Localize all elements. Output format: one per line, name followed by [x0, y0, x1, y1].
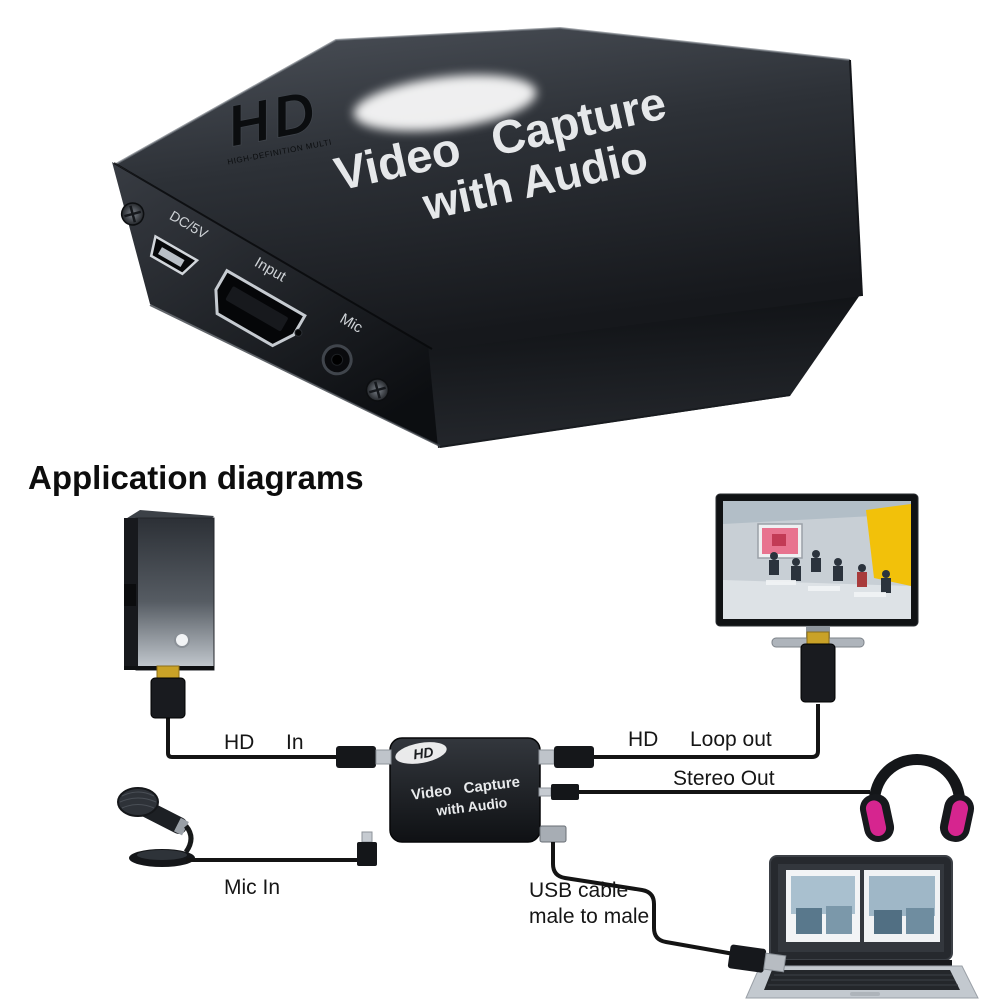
- tv-screen-scene: [723, 501, 911, 619]
- product-photo: HD HIGH-DEFINITION MULTI Video Capture w…: [112, 26, 863, 448]
- mic-head: [117, 787, 159, 817]
- tower-port-circle: [174, 632, 190, 648]
- laptop-photo-left: [786, 870, 860, 942]
- mic-arm: [183, 824, 194, 854]
- label-hd-loop-word1: HD: [628, 728, 658, 751]
- laptop-photo-right: [864, 870, 940, 942]
- cable-usb: [551, 842, 735, 956]
- laptop-hinge: [770, 960, 952, 966]
- device-hd-logo: HD: [412, 744, 434, 763]
- usb-plug-laptop: [727, 944, 787, 973]
- laptop: [745, 855, 979, 999]
- device-bottom-right-edge: [439, 394, 791, 448]
- hdmi-plug-device-in: [336, 746, 392, 768]
- label-usb-line2: male to male: [529, 905, 649, 928]
- microphone: [117, 787, 195, 867]
- label-stereo-out: Stereo Out: [673, 767, 775, 790]
- hd-logo: HD HIGH-DEFINITION MULTI: [222, 78, 333, 167]
- screw-left-icon: [120, 202, 145, 226]
- hdmi-port: [214, 268, 307, 348]
- hdmi-plug-tower: [150, 665, 186, 719]
- pinhole: [294, 328, 303, 337]
- stereo-plug: [538, 784, 579, 800]
- tower-port-square: [124, 584, 136, 606]
- cable-hd-loop-out: [594, 704, 820, 759]
- laptop-touchpad: [850, 992, 880, 996]
- device-right-edge: [849, 59, 863, 297]
- device-top-face: [116, 28, 862, 350]
- mic-mesh: [119, 791, 157, 809]
- label-hd-in-word1: HD: [224, 731, 254, 754]
- label-hd-in-word2: In: [286, 731, 304, 754]
- mini-usb-port: [149, 234, 200, 276]
- device-hd-logo-text: HD: [412, 744, 434, 763]
- headphone-band: [868, 754, 966, 807]
- glare-highlight: [353, 74, 537, 132]
- capture-device-glare: [395, 742, 447, 764]
- diagram-heading: Application diagrams: [28, 459, 364, 496]
- mic-plug: [357, 831, 377, 866]
- capture-device: HD Video Capture with Audio: [389, 737, 567, 843]
- tv: [715, 493, 919, 648]
- device-bottom-lip: [149, 304, 441, 447]
- label-mic-in: Mic In: [224, 876, 280, 899]
- ear-cup-right: [939, 794, 975, 842]
- tv-ceiling: [723, 501, 911, 524]
- device-front-top-edge: [113, 162, 433, 350]
- usb-port-device: [539, 825, 567, 843]
- pc-tower: [124, 510, 215, 671]
- tv-people: [769, 550, 891, 593]
- screw-right-icon: [365, 378, 390, 402]
- ear-cup-left: [859, 794, 895, 842]
- mic-base-sheen: [137, 850, 187, 860]
- cable-hd-in: [166, 718, 340, 759]
- label-usb-line1: USB cable: [529, 879, 628, 902]
- tv-desks: [766, 580, 886, 597]
- tv-wall-yellow: [866, 504, 911, 586]
- label-hd-loop-word2: Loop out: [690, 728, 772, 751]
- hdmi-plug-device-out: [538, 746, 594, 768]
- tv-floor: [723, 580, 911, 619]
- application-diagram: Application diagrams: [28, 459, 979, 999]
- laptop-key-rows: [768, 974, 958, 986]
- device-top-edge-highlight: [115, 26, 851, 165]
- tower-front-face: [135, 517, 215, 671]
- mic-jack: [321, 344, 353, 376]
- hdmi-plug-tv: [800, 631, 836, 703]
- headphones: [859, 754, 975, 842]
